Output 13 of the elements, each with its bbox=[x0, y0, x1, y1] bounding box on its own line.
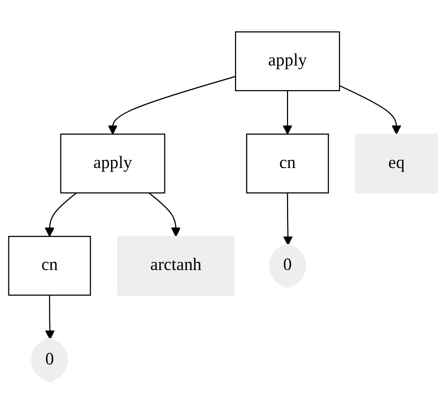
arrow bbox=[339, 85, 402, 135]
arrow bbox=[148, 192, 181, 237]
node-box: cn bbox=[246, 134, 329, 194]
arrow bbox=[45, 295, 55, 340]
node-box: cn bbox=[8, 236, 91, 296]
node-box: eq bbox=[355, 134, 438, 194]
node-box: apply bbox=[60, 134, 166, 194]
node-box: apply bbox=[235, 31, 340, 92]
arrow bbox=[283, 192, 293, 246]
arrow bbox=[282, 90, 292, 135]
arrow bbox=[44, 192, 77, 237]
node-box: arctanh bbox=[117, 236, 235, 296]
arrow bbox=[108, 76, 236, 135]
